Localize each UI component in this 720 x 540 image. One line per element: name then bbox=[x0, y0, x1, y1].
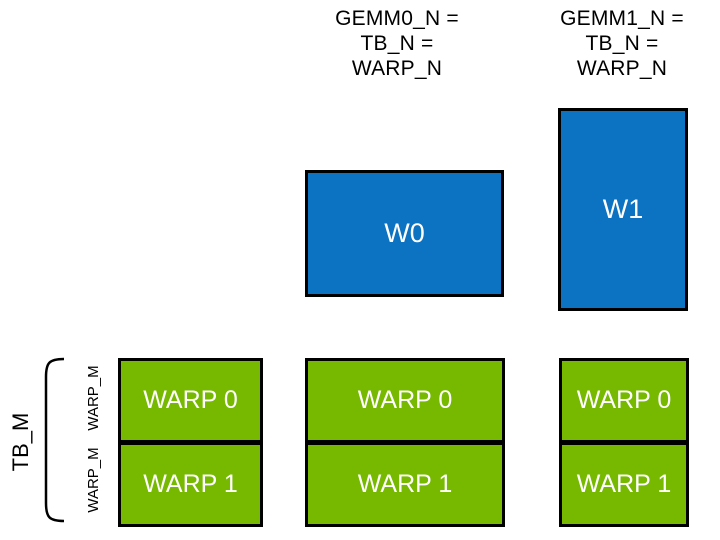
warp-divider bbox=[121, 440, 260, 445]
column-header-gemm0-n: GEMM0_N = TB_N = WARP_N bbox=[335, 7, 459, 80]
warp-divider bbox=[308, 440, 502, 445]
w1-tile-label: W1 bbox=[602, 194, 644, 224]
warp-cell: WARP 0 bbox=[121, 361, 260, 440]
warp-cell: WARP 1 bbox=[562, 445, 686, 524]
tb-m-axis-label: TB_M bbox=[8, 412, 33, 472]
warp-m-label-row1: WARP_M bbox=[85, 447, 102, 513]
w0-accumulator-tile: W0 bbox=[305, 170, 504, 297]
warp-block-left: WARP 0 WARP 1 bbox=[118, 358, 263, 527]
tb-m-bracket-icon bbox=[44, 357, 65, 523]
warp-cell: WARP 1 bbox=[308, 445, 502, 524]
w0-tile-label: W0 bbox=[384, 218, 425, 248]
w1-accumulator-tile: W1 bbox=[558, 108, 688, 311]
warp-cell: WARP 0 bbox=[562, 361, 686, 440]
warp-block-middle: WARP 0 WARP 1 bbox=[305, 358, 505, 527]
warp-block-right: WARP 0 WARP 1 bbox=[559, 358, 689, 527]
warp-cell: WARP 1 bbox=[121, 445, 260, 524]
warp-divider bbox=[562, 440, 686, 445]
warp-m-label-row0: WARP_M bbox=[85, 365, 102, 431]
warp-cell: WARP 0 bbox=[308, 361, 502, 440]
column-header-gemm1-n: GEMM1_N = TB_N = WARP_N bbox=[560, 7, 684, 80]
